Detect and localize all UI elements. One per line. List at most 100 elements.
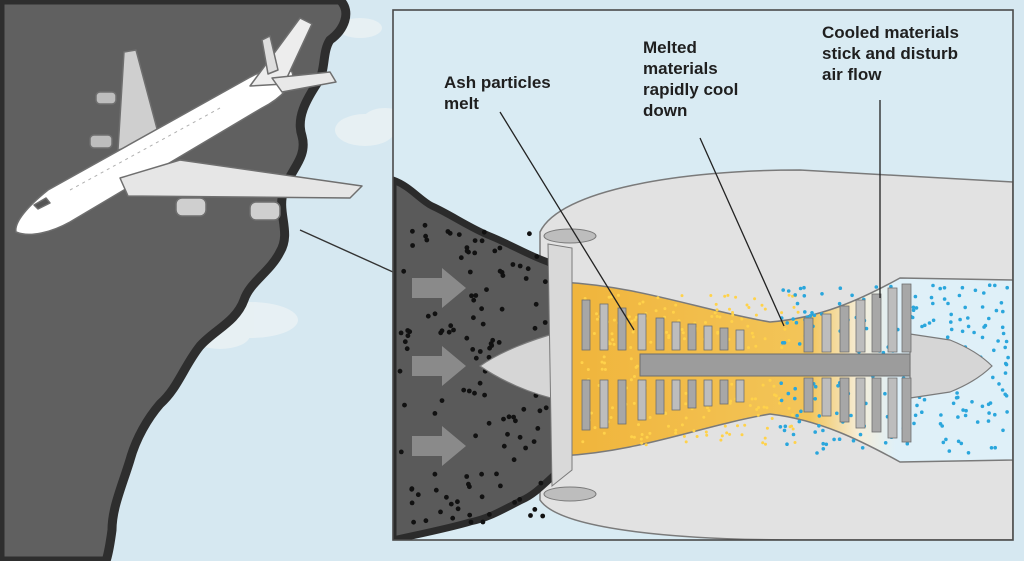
ash-particle — [405, 328, 411, 333]
cooled-particle — [954, 396, 959, 400]
cooled-particle — [939, 413, 943, 417]
ash-particle — [409, 500, 415, 506]
hot-particle — [719, 438, 723, 442]
ash-particle — [432, 411, 438, 416]
ash-particle — [523, 445, 528, 451]
blade — [719, 327, 729, 351]
ash-particle — [415, 492, 421, 498]
ash-particle — [505, 431, 510, 437]
hot-particle — [634, 315, 638, 319]
hot-particle — [684, 391, 688, 395]
hot-particle — [780, 311, 784, 315]
hot-particle — [763, 337, 767, 341]
hot-particle — [600, 367, 604, 371]
blade — [617, 379, 627, 425]
hot-particle — [682, 434, 686, 438]
cooled-particle — [779, 381, 783, 386]
ash-particle — [521, 406, 527, 412]
hot-particle — [720, 434, 724, 438]
cooled-particle — [931, 318, 936, 323]
hot-particle — [791, 413, 795, 417]
blade — [855, 299, 866, 353]
hot-particle — [787, 406, 791, 410]
cooled-particle — [1004, 362, 1009, 367]
ash-particle — [525, 266, 531, 272]
hot-particle — [761, 383, 765, 387]
hot-particle — [632, 401, 636, 405]
hot-particle — [763, 307, 767, 311]
cooled-particle — [970, 400, 974, 404]
cooled-particle — [786, 391, 791, 396]
ash-particle — [494, 471, 499, 477]
cooled-particle — [1003, 392, 1007, 397]
cooled-particle — [1001, 428, 1005, 433]
label-ash-particles-melt: Ash particles melt — [444, 73, 551, 113]
cooled-particle — [791, 317, 795, 321]
ash-particle — [500, 273, 506, 278]
hot-particle — [764, 442, 767, 446]
cooled-particle — [931, 283, 935, 288]
hot-particle — [706, 406, 709, 410]
hot-particle — [718, 315, 722, 319]
ash-particle — [499, 306, 505, 312]
hot-particle — [768, 378, 772, 382]
hot-particle — [710, 315, 714, 318]
blade — [599, 379, 609, 429]
cooled-particle — [913, 413, 918, 418]
cooled-particle — [815, 451, 819, 455]
hot-particle — [750, 397, 754, 401]
hot-particle — [592, 332, 596, 335]
hot-particle — [611, 406, 614, 410]
hot-particle — [639, 437, 643, 441]
ash-particle — [484, 287, 489, 292]
cooled-particle — [972, 330, 976, 335]
hot-particle — [754, 313, 758, 317]
hot-particle — [633, 318, 637, 322]
blade — [871, 377, 882, 433]
cooled-particle — [989, 446, 994, 450]
hot-particle — [726, 293, 730, 297]
hot-particle — [680, 423, 684, 427]
cooled-particle — [1003, 345, 1007, 350]
ash-particle — [506, 414, 512, 420]
hot-particle — [632, 435, 636, 439]
cooled-particle — [922, 397, 927, 402]
blade — [637, 379, 647, 421]
hot-particle — [746, 324, 750, 328]
hot-particle — [683, 337, 686, 341]
hot-particle — [723, 294, 727, 298]
ash-particle — [469, 293, 474, 299]
hot-particle — [772, 384, 776, 388]
cooled-particle — [994, 308, 999, 313]
ash-particles — [397, 222, 551, 525]
cooled-particle — [963, 413, 968, 418]
hot-particle — [728, 432, 732, 436]
hot-particle — [640, 441, 644, 445]
ash-particle — [405, 333, 411, 339]
blade — [599, 303, 609, 351]
hot-particle — [763, 436, 767, 440]
ash-particle — [473, 293, 479, 298]
hot-particle — [684, 416, 688, 420]
cooled-particle — [817, 414, 822, 418]
blade — [687, 323, 697, 351]
ash-particle — [477, 349, 483, 354]
hot-particle — [761, 441, 765, 445]
ash-particle — [439, 398, 445, 403]
cooled-particle — [785, 442, 789, 447]
hot-particle — [791, 294, 794, 298]
hot-particle — [757, 406, 761, 409]
hot-particle — [593, 426, 597, 430]
ash-particle — [498, 483, 503, 489]
cooled-particle — [905, 441, 910, 446]
blade — [655, 379, 665, 415]
cooled-particle — [960, 285, 965, 290]
blade — [671, 321, 681, 351]
cooled-particle — [973, 288, 978, 293]
ash-particle — [466, 481, 471, 487]
cooled-particle — [993, 412, 997, 417]
hot-particle — [580, 361, 584, 365]
hot-particle — [730, 382, 734, 386]
ash-particle — [490, 337, 496, 343]
